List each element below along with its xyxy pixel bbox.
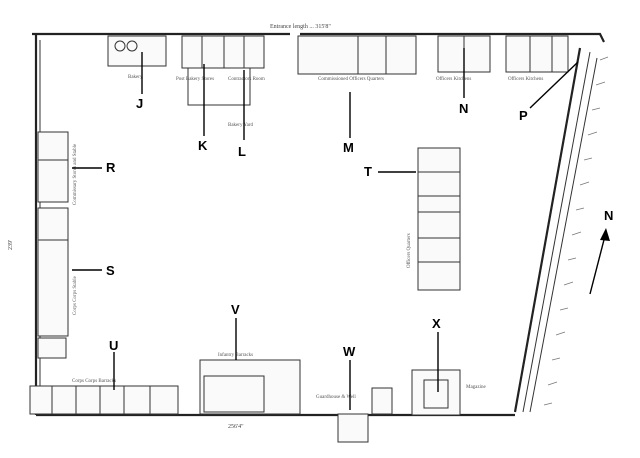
marker-j: J [136,96,143,111]
room-barracks: Corps Corps Barracks [72,379,116,384]
bottom-buildings [29,359,461,443]
dimension-left: 239' [8,240,14,250]
marker-l: L [238,144,246,159]
room-bakery-yard: Bakery Yard [228,123,253,128]
top-buildings [107,35,569,106]
marker-u: U [109,338,118,353]
room-guardhouse: Guardhouse & Well [316,395,356,400]
room-contractors: Contractors Room [228,77,265,82]
marker-r: R [106,160,116,175]
marker-x: X [432,316,441,331]
north-arrow-icon [589,228,610,295]
left-buildings [37,131,69,359]
marker-w: W [343,344,356,359]
marker-m: M [343,140,354,155]
dimension-bottom: 256'4" [228,424,244,430]
marker-n: N [459,101,468,116]
marker-t: T [364,164,372,179]
room-commissioned-officers: Commissioned Officers Quarters [318,77,384,82]
north-label: N [604,208,613,223]
room-commissary: Commissary Stores and Stable [73,143,78,205]
dimension-top: Entrance length ... 315'8" [270,24,331,30]
room-officers-kitchen-2: Officers Kitchens [508,77,543,82]
marker-pointers [72,48,579,410]
marker-k: K [198,138,208,153]
room-officers-kitchen-1: Officers Kitchens [436,77,471,82]
outer-walls [32,32,605,417]
marker-p: P [519,108,528,123]
room-post-bakery: Post Bakery Stores [176,77,214,82]
room-officers-quarters: Officers Quarters [407,233,412,268]
room-magazine: Magazine [466,385,486,390]
officers-quarters-building [417,147,461,291]
exterior-slope-hatching [543,56,609,406]
marker-v: V [231,302,240,317]
room-corps-stable: Corps Corps Stable [73,275,78,315]
marker-s: S [106,263,115,278]
room-bakery: Bakery [128,75,143,80]
